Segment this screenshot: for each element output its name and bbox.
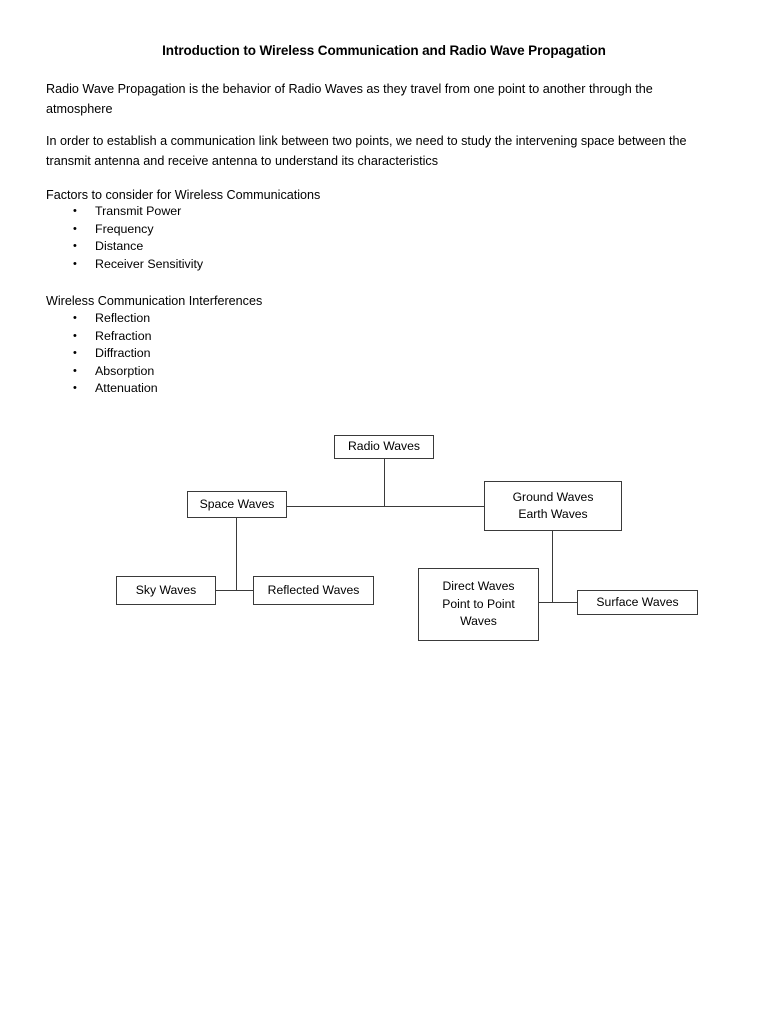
factors-list: • Transmit Power • Frequency • Distance … [0,203,203,273]
bullet-icon: • [73,329,77,342]
connector-direct-to-surface [539,602,578,604]
list-item: • Diffraction [0,345,158,363]
node-sky-waves: Sky Waves [116,576,216,605]
node-label-line1: Direct Waves [442,579,515,594]
list-item: • Distance [0,238,203,256]
connector-ground-to-children [552,531,554,603]
bullet-icon: • [73,382,77,395]
list-item: • Transmit Power [0,203,203,221]
list-item-label: Transmit Power [95,204,182,218]
connector-space-to-ground [287,506,485,508]
node-ground-waves: Ground Waves Earth Waves [484,481,622,531]
list-item-label: Diffraction [95,346,151,361]
node-label: Radio Waves [347,439,421,454]
list-item: • Absorption [0,363,158,381]
node-surface-waves: Surface Waves [577,590,698,615]
node-radio-waves: Radio Waves [334,435,434,459]
bullet-icon: • [73,205,77,217]
bullet-icon: • [73,312,77,324]
list-item: • Reflection [0,310,158,328]
node-direct-waves: Direct Waves Point to Point Waves [418,568,539,641]
list-item: • Frequency [0,221,203,239]
list-item: • Attenuation [0,380,158,398]
node-label-line1: Ground Waves [512,489,594,504]
list-item-label: Frequency [95,221,154,236]
bullet-icon: • [73,240,77,253]
list-item-label: Reflection [95,311,151,325]
node-label-line3: Waves [460,614,497,629]
list-item: • Refraction [0,328,158,346]
bullet-icon: • [73,347,77,360]
bullet-icon: • [73,257,77,270]
node-label: Reflected Waves [267,582,360,597]
section-heading-factors: Factors to consider for Wireless Communi… [46,188,321,202]
node-label-line2: Earth Waves [518,507,588,521]
bullet-icon: • [73,364,77,377]
list-item: • Receiver Sensitivity [0,256,203,274]
node-space-waves: Space Waves [187,491,287,518]
interferences-list: • Reflection • Refraction • Diffraction … [0,310,158,398]
list-item-label: Attenuation [95,381,158,396]
bullet-icon: • [73,222,77,235]
list-item-label: Refraction [95,328,152,343]
intro-paragraph-1: Radio Wave Propagation is the behavior o… [46,82,653,116]
node-label-line2: Point to Point [442,596,515,611]
node-label: Surface Waves [596,594,679,609]
section-heading-interferences: Wireless Communication Interferences [46,294,263,308]
page-title: Introduction to Wireless Communication a… [162,43,606,58]
connector-sky-to-reflected [216,590,254,592]
connector-space-to-children [236,517,238,591]
node-reflected-waves: Reflected Waves [253,576,374,605]
connector-radio-to-bar [384,459,386,507]
list-item-label: Absorption [95,363,155,378]
list-item-label: Receiver Sensitivity [95,256,204,271]
list-item-label: Distance [95,239,144,254]
node-label: Space Waves [199,496,275,511]
intro-paragraph-2: In order to establish a communication li… [46,134,687,168]
node-label: Sky Waves [135,582,197,597]
